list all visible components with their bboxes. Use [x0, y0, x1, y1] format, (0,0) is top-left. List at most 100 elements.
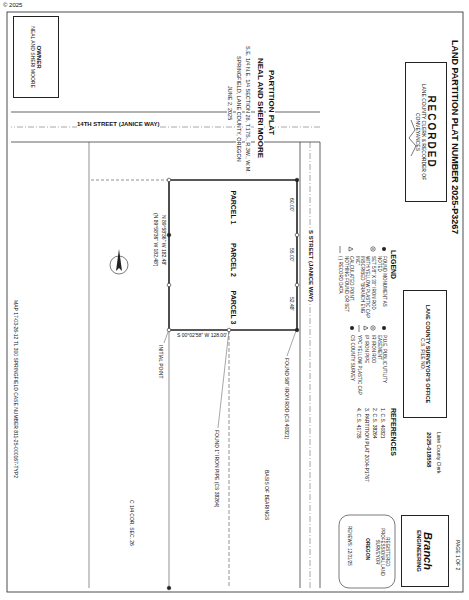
right-of-way-line — [300, 142, 301, 588]
node-text: LANE COUNTY CLERK & RECORDER OF CONVEYAN… — [415, 65, 426, 199]
parcel: PARCEL 2 — [169, 235, 297, 285]
legend-row: IR IRON ROD — [370, 324, 376, 400]
legend-row: FOUND MONUMENT AS NOTED — [377, 245, 387, 321]
node-text: NEAL AND SHERI MOORE — [30, 26, 36, 88]
copyright-mark: © 2025 — [3, 2, 22, 9]
tie-line — [89, 180, 169, 181]
plat-note: S.E. 1/4 N.E. 1/4 SECTION 26, T.17S., R.… — [245, 46, 251, 173]
monument-symbol — [227, 328, 231, 332]
lot-line — [169, 330, 170, 588]
monument-symbol — [167, 328, 171, 332]
monument-symbol — [295, 328, 299, 332]
lot-line — [89, 142, 90, 588]
plat-note: REFERENCES — [389, 408, 397, 456]
engineer-logo: BranchENGINEERING — [401, 515, 449, 587]
monument-symbol — [167, 178, 171, 182]
node-heading: RECORDED — [426, 95, 437, 168]
plat-note: 1. C.S. 40821 — [380, 408, 386, 439]
node-text: C.S. FILE NO. — [419, 338, 425, 370]
dimension-label: 55.00' — [289, 248, 295, 261]
plat-note: SPRINGFIELD, LANE COUNTY, OREGON — [236, 56, 242, 162]
plat-note: MAP 17-03-26-12 TL 300 SPRINGFIELD CASE … — [13, 300, 19, 478]
dimension-label: S 00°02'58" W 128.00' — [177, 333, 227, 339]
legend-symbol — [363, 324, 369, 333]
plat-note: FOUND 5/8" IRON ROD (CS 40821) — [284, 358, 290, 439]
plat-note: JUNE 2, 2025 — [227, 86, 233, 120]
surveyor-office-box: LANE COUNTY SURVEYOR'S OFFICEC.S. FILE N… — [403, 290, 447, 418]
north-arrow — [110, 249, 128, 274]
plat-note: BASIS OF BEARINGS — [264, 470, 270, 520]
legend-row: IP IRON PIPE — [363, 324, 369, 400]
plat-note: FOUND 1" IRON PIPE (CS 38264) — [214, 430, 220, 507]
plat-number-title: LAND PARTITION PLAT NUMBER 2025-P3267 — [449, 40, 459, 234]
legend-text: CALCULATED POINT, NOTHING FOUND OR SET — [344, 256, 354, 321]
plat-note: C 1/4 COR. SEC. 26 — [129, 500, 135, 546]
plat-boundary — [169, 180, 297, 330]
plat-note: INITIAL POINT — [158, 345, 164, 378]
monument-symbol — [295, 233, 299, 237]
node-text: ENGINEERING — [416, 530, 423, 572]
legend-text: SET 5/8" X 30" IRON ROD WITH YELLOW PLAS… — [355, 256, 376, 321]
plat-note: LEGEND — [389, 250, 397, 279]
legend-symbol — [381, 245, 387, 254]
legend-column: P.U.E. PUBLIC UTILITY EASEMENTIR IRON RO… — [348, 324, 387, 400]
parcel: PARCEL 1 — [169, 180, 297, 235]
legend-row: ( ) RECORD DATA — [337, 245, 343, 321]
tie-line — [229, 330, 230, 588]
monument-symbol — [167, 283, 171, 287]
plat-note: 3. PARTITION PLAT 2004-P1767 — [364, 408, 370, 482]
legend-symbol — [348, 245, 354, 254]
plat-note: NEAL AND SHERI MOORE — [255, 58, 264, 158]
dimension-label: 52.48' — [289, 297, 295, 310]
recorded-stamp: RECORDEDLANE COUNTY CLERK & RECORDER OF … — [405, 62, 447, 202]
legend-symbol — [381, 324, 387, 333]
parcel: PARCEL 3 — [169, 285, 297, 330]
monument-symbol — [295, 283, 299, 287]
node-heading: LANE COUNTY SURVEYOR'S OFFICE — [425, 305, 431, 404]
node-heading: PARCEL 1 — [229, 191, 237, 225]
dimension-label: N 89°58'36" W 182.48' — [161, 215, 167, 265]
legend-text: ( ) RECORD DATA — [337, 256, 342, 294]
node-heading: PARCEL 3 — [229, 291, 237, 325]
plat-note: PARTITION PLAT — [266, 70, 275, 135]
surveyor-stamp — [339, 515, 395, 588]
leader-line — [287, 331, 296, 356]
legend-column: FOUND MONUMENT AS NOTEDSET 5/8" X 30" IR… — [336, 245, 387, 321]
legend-symbol — [337, 245, 343, 254]
legend-text: IR IRON ROD — [370, 335, 375, 363]
dimension-label: 60.00' — [289, 198, 295, 211]
owner-box: OWNERNEAL AND SHERI MOORE — [13, 16, 59, 98]
street-centerline — [310, 142, 311, 588]
legend-text: P.U.E. PUBLIC UTILITY EASEMENT — [377, 335, 387, 400]
monument-symbol — [295, 178, 299, 182]
node-heading: PARCEL 2 — [229, 243, 237, 277]
legend-symbol — [370, 324, 376, 333]
legend-row: CS COUNTY SURVEY — [349, 324, 355, 400]
monument-symbol — [167, 233, 171, 237]
plat-note: Lane County Clerk — [436, 432, 442, 473]
leader-line — [218, 330, 229, 428]
sheet-border — [7, 12, 463, 592]
plat-note: REGISTERED PROFESSIONAL LAND SURVEYOR — [374, 521, 389, 583]
legend-row: P.U.E. PUBLIC UTILITY EASEMENT — [377, 324, 387, 400]
legend-symbol — [349, 324, 355, 333]
legend-text: YPC YELLOW PLASTIC CAP — [356, 335, 361, 395]
node-heading: OWNER — [35, 46, 42, 69]
plat-note: 2. C.S. 38264 — [372, 408, 378, 439]
plat-note: 2025-018558 — [425, 432, 432, 467]
legend-row: CALCULATED POINT, NOTHING FOUND OR SET — [344, 245, 354, 321]
right-of-way-line — [320, 142, 321, 588]
legend-symbol — [356, 324, 362, 333]
legend-text: IP IRON PIPE — [363, 335, 368, 363]
monument-symbol — [167, 586, 171, 590]
legend-row: SET 5/8" X 30" IRON ROD WITH YELLOW PLAS… — [355, 245, 376, 321]
node-heading: Branch — [422, 532, 434, 570]
plat-note: PAGE 1 OF 2 — [455, 540, 461, 570]
signature — [409, 120, 416, 156]
legend-text: FOUND MONUMENT AS NOTED — [377, 256, 387, 321]
legend-row: YPC YELLOW PLASTIC CAP — [356, 324, 362, 400]
plat-note: RENEWS: 12/31/25 — [346, 526, 351, 566]
plat-note: 14TH STREET (JANICE WAY) — [77, 121, 159, 128]
dimension-label: (N 89°58'36" W 182.48') — [153, 213, 159, 267]
